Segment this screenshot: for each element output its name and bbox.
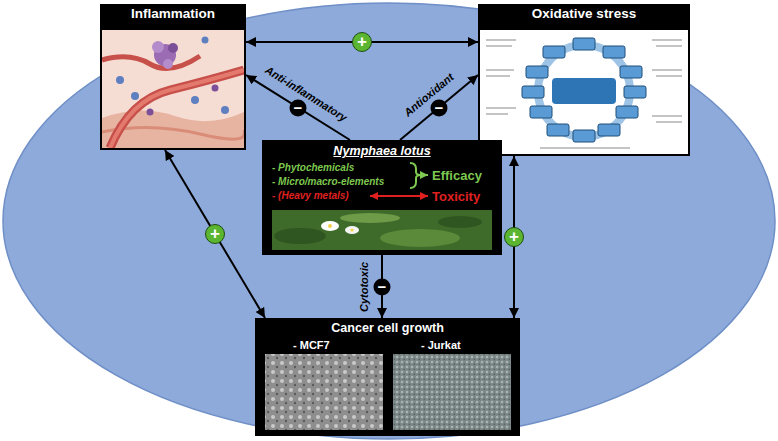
node-text: - (Heavy metals) [272, 190, 349, 201]
connector [246, 41, 478, 43]
effect-label: Cytotoxic [358, 261, 371, 311]
connector [400, 75, 478, 140]
minus-sign: − [290, 99, 307, 116]
immune-cell [147, 109, 154, 116]
plus-sign: + [352, 32, 372, 52]
oxidative-stress-illustration [480, 28, 688, 154]
plus-sign: + [205, 224, 225, 244]
lily-pad [340, 213, 400, 223]
node-title: Oxidative stress [480, 6, 688, 30]
effect-label: Anti-inflammatory [263, 63, 350, 124]
outcome-box: Cancer cell growth - MCF7 - Jurkat [255, 318, 520, 436]
immune-cell [163, 59, 173, 69]
fine-print-marks [486, 40, 682, 148]
figure-ground [480, 28, 688, 154]
lily-pad [438, 216, 482, 228]
node-text: Toxicity [432, 189, 480, 204]
lotus-flower [321, 221, 339, 231]
blood-vessel [110, 70, 244, 148]
jurkat-micrograph [393, 354, 511, 430]
immune-cell [152, 41, 164, 53]
process-box: Oxidative stress [478, 4, 690, 156]
lotus-panel [262, 140, 502, 255]
ring [538, 45, 630, 137]
flower-centre [328, 224, 332, 228]
connector [165, 150, 265, 318]
immune-cell [212, 85, 219, 92]
node-text: Efficacy [432, 168, 482, 183]
node-text: - Jurkat [421, 339, 461, 351]
node-title: Nymphaea lotus [264, 144, 500, 158]
efficacy-arrow [421, 174, 428, 176]
efficacy-brace [410, 163, 421, 188]
effect-label: Antioxidant [402, 70, 457, 119]
flower-centre [350, 228, 353, 231]
panel-fill [255, 318, 520, 436]
immune-cell [221, 106, 229, 114]
node-title: Cancer cell growth [257, 321, 518, 335]
tissue [102, 28, 244, 148]
node-title: Inflammation [102, 6, 244, 30]
process-box: Inflammation [100, 4, 246, 150]
mcf7-micrograph [265, 354, 383, 430]
source-box: Nymphaea lotus - Phytochemicals - Micro/ma… [262, 140, 502, 255]
connector [513, 156, 515, 318]
background-ellipse [3, 3, 775, 439]
lily-pad [380, 229, 460, 247]
lily-pad [274, 228, 326, 244]
centre-box [552, 78, 616, 104]
pond-photo [272, 210, 492, 250]
node-text: - Micro/macro-elements [272, 176, 384, 187]
inflammation-illustration [102, 28, 245, 148]
capillary [102, 56, 200, 69]
connector [381, 255, 383, 318]
node-text: - MCF7 [293, 339, 330, 351]
immune-cell [131, 92, 139, 100]
immune-cell [116, 76, 124, 84]
minus-sign: − [374, 278, 391, 295]
ring-items [522, 38, 646, 142]
immune-cell [168, 43, 178, 53]
minus-sign: − [431, 99, 448, 116]
lotus-flower [345, 226, 359, 234]
connector [246, 75, 350, 140]
immune-cell [202, 37, 209, 44]
node-text: - Phytochemicals [272, 162, 354, 173]
blood-vessel-lumen [110, 70, 244, 148]
cancer-panel [255, 318, 520, 436]
immune-cell [191, 96, 199, 104]
panel-fill [262, 140, 502, 255]
plus-sign: + [504, 227, 524, 247]
toxicity-arrow [370, 195, 428, 197]
